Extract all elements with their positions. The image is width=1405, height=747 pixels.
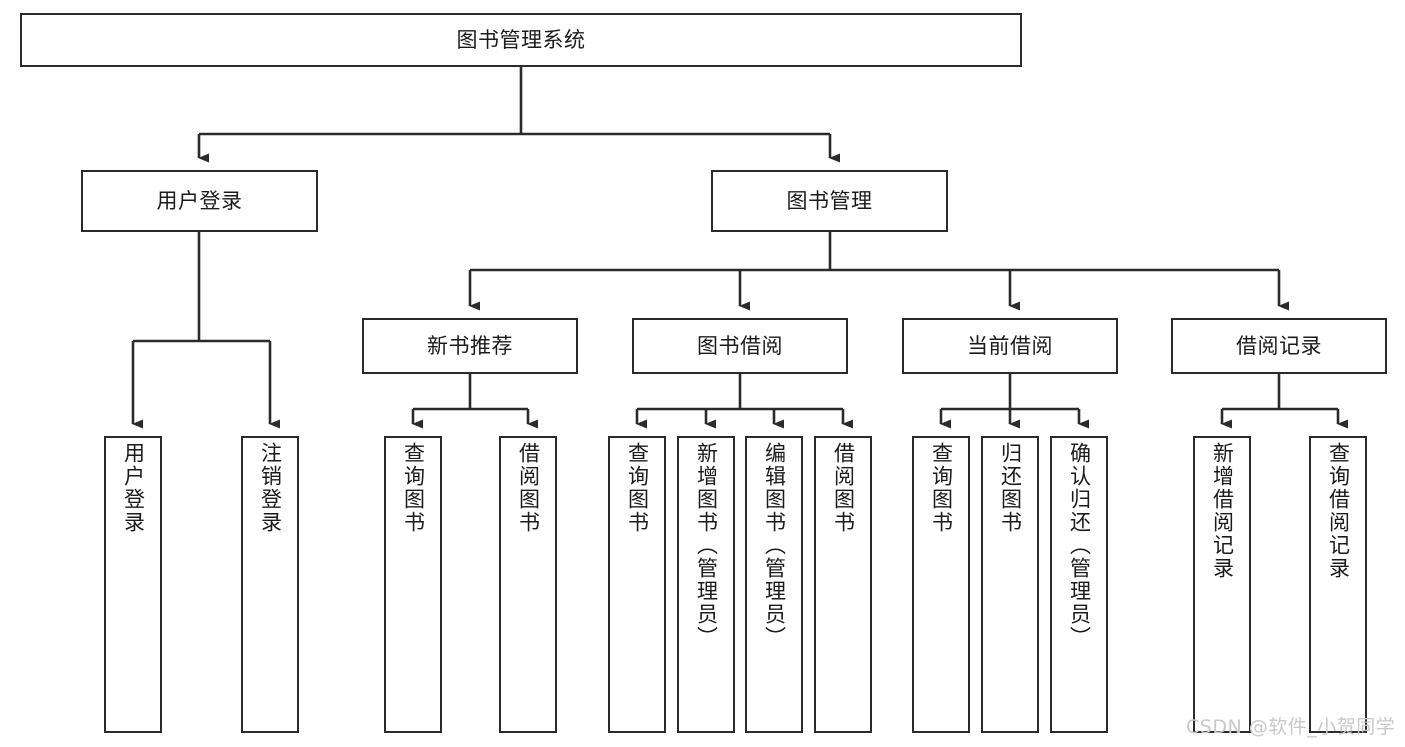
node-user-login[interactable]: 用户登录: [81, 170, 318, 232]
node-label: 新增借阅记录: [1210, 442, 1235, 580]
node-label: 查询图书: [625, 442, 650, 534]
node-label: 新书推荐: [427, 333, 513, 358]
node-label: 借阅图书: [831, 442, 856, 534]
node-label: 图书借阅: [697, 333, 783, 358]
node-label: 图书管理: [786, 188, 873, 213]
node-borrow-records[interactable]: 借阅记录: [1171, 318, 1387, 374]
node-label: 借阅记录: [1236, 333, 1322, 358]
node-leaf-add-book-admin[interactable]: 新增图书（管理员）: [677, 436, 735, 733]
node-label: 当前借阅: [967, 333, 1053, 358]
csdn-watermark: CSDN @软件_小贺同学: [1186, 716, 1396, 738]
node-leaf-query-books-current[interactable]: 查询图书: [912, 436, 970, 733]
node-label: 图书管理系统: [456, 27, 586, 52]
node-leaf-user-login[interactable]: 用户登录: [104, 436, 162, 733]
node-leaf-query-books-recommend[interactable]: 查询图书: [384, 436, 442, 733]
node-leaf-query-books-borrow[interactable]: 查询图书: [608, 436, 666, 733]
node-label: 用户登录: [121, 442, 146, 534]
node-leaf-edit-book-admin[interactable]: 编辑图书（管理员）: [745, 436, 803, 733]
node-label: 确认归还（管理员）: [1067, 442, 1092, 649]
node-book-borrowing[interactable]: 图书借阅: [632, 318, 848, 374]
node-label: 归还图书: [998, 442, 1023, 534]
node-label: 用户登录: [156, 188, 243, 213]
node-label: 查询图书: [401, 442, 426, 534]
node-leaf-logout[interactable]: 注销登录: [241, 436, 299, 733]
node-leaf-borrow-books[interactable]: 借阅图书: [814, 436, 872, 733]
node-current-borrowing[interactable]: 当前借阅: [902, 318, 1118, 374]
node-leaf-borrow-books-recommend[interactable]: 借阅图书: [499, 436, 557, 733]
node-label: 查询图书: [929, 442, 954, 534]
node-leaf-query-borrow-record[interactable]: 查询借阅记录: [1309, 436, 1367, 733]
node-root-book-management-system[interactable]: 图书管理系统: [20, 13, 1022, 67]
node-label: 借阅图书: [516, 442, 541, 534]
node-book-management[interactable]: 图书管理: [711, 170, 948, 232]
node-new-book-recommendation[interactable]: 新书推荐: [362, 318, 578, 374]
node-leaf-return-books[interactable]: 归还图书: [981, 436, 1039, 733]
node-label: 注销登录: [258, 442, 283, 534]
node-leaf-add-borrow-record[interactable]: 新增借阅记录: [1193, 436, 1251, 733]
node-label: 新增图书（管理员）: [694, 442, 719, 649]
node-leaf-confirm-return-admin[interactable]: 确认归还（管理员）: [1050, 436, 1108, 733]
node-label: 编辑图书（管理员）: [762, 442, 787, 649]
node-label: 查询借阅记录: [1326, 442, 1351, 580]
